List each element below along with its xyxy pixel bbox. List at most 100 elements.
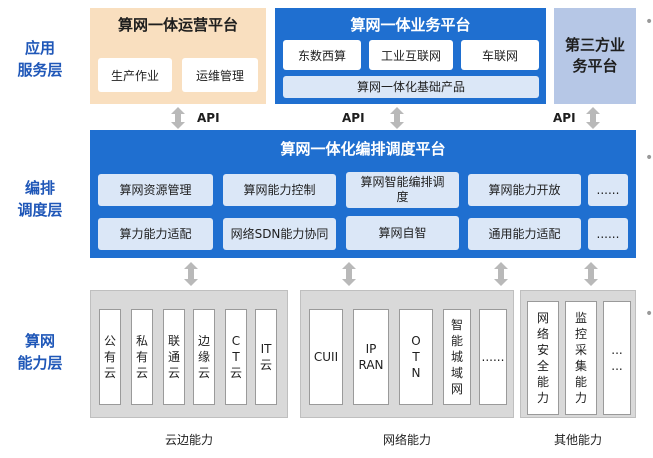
orchestration-item-line: 度	[396, 190, 409, 204]
column-char: 云	[197, 366, 210, 380]
double-arrow-icon	[171, 107, 185, 129]
column-char: 私	[135, 334, 148, 348]
business-base-product: 算网一体化基础产品	[283, 76, 539, 98]
orchestration-item: 算网能力开放	[468, 174, 581, 206]
column-char: O	[411, 334, 421, 348]
business-platform-title: 算网一体业务平台	[350, 16, 471, 34]
third-party-title: 第三方业 务平台	[554, 35, 636, 77]
column-char: 云	[167, 366, 180, 380]
column-char: 通	[167, 350, 180, 364]
column-char: 监	[574, 311, 587, 325]
orchestration-item-line: 算网智能编排调	[360, 175, 445, 189]
column-char: 云	[229, 366, 242, 380]
column-char: ...	[611, 359, 623, 373]
capability-column: IT 云	[255, 309, 277, 405]
cloud-edge-group: 公 有 云 私 有 云 联 通 云 边 缘 云 C T 云 IT 云	[90, 290, 288, 418]
layer-label-line: 调度层	[17, 201, 63, 219]
orchestration-item: ......	[588, 218, 628, 250]
column-char: ......	[481, 350, 505, 364]
orchestration-item: 算网自智	[346, 216, 459, 250]
orchestration-title: 算网一体化编排调度平台	[280, 140, 446, 158]
bullet-icon: •	[645, 306, 653, 322]
layer-label-line: 能力层	[17, 354, 63, 372]
api-label: API	[342, 111, 365, 125]
column-char: 控	[574, 327, 587, 341]
double-arrow-icon	[586, 107, 600, 129]
orchestration-item: 算网智能编排调 度	[346, 172, 459, 208]
ops-item: 运维管理	[182, 58, 258, 92]
column-char: 网	[536, 311, 549, 325]
double-arrow-icon	[584, 262, 598, 286]
ops-item: 生产作业	[98, 58, 172, 92]
capability-column: 私 有 云	[131, 309, 153, 405]
column-char: 集	[574, 359, 587, 373]
capability-column: IP RAN	[353, 309, 389, 405]
capability-column: ... ...	[603, 301, 631, 415]
bullet-icon: •	[645, 150, 653, 166]
capability-column: 智 能 城 域 网	[443, 309, 471, 405]
layer-label-line: 算网	[24, 332, 55, 350]
column-char: C	[231, 334, 241, 348]
column-char: RAN	[358, 358, 384, 372]
column-char: 力	[574, 391, 587, 405]
orchestration-platform: 算网一体化编排调度平台 算网资源管理 算网能力控制 算网智能编排调 度 算网能力…	[90, 130, 636, 258]
column-char: IP	[365, 342, 377, 356]
layer-label-application: 应用 服务层	[10, 37, 70, 81]
third-party-title-line: 务平台	[572, 57, 618, 75]
capability-column: 边 缘 云	[193, 309, 215, 405]
capability-column: 监 控 采 集 能 力	[565, 301, 597, 415]
orchestration-item: 网络SDN能力协同	[223, 218, 336, 250]
business-item: 工业互联网	[369, 40, 453, 70]
column-char: IT	[260, 342, 272, 356]
capability-column: 联 通 云	[163, 309, 185, 405]
other-group: 网 络 安 全 能 力 监 控 采 集 能 力 ... ...	[520, 290, 636, 418]
column-char: 缘	[197, 350, 210, 364]
capability-column: ......	[479, 309, 507, 405]
cloud-edge-caption: 云边能力	[164, 433, 213, 447]
column-char: 能	[450, 334, 463, 348]
layer-label-orchestration: 编排 调度层	[10, 177, 70, 221]
column-char: 能	[536, 375, 549, 389]
orchestration-item: ......	[588, 174, 628, 206]
column-char: 有	[135, 350, 148, 364]
business-item: 东数西算	[283, 40, 361, 70]
bullet-icon: •	[645, 14, 653, 30]
double-arrow-icon	[342, 262, 356, 286]
layer-label-line: 编排	[24, 179, 55, 197]
column-char: 智	[450, 318, 463, 332]
column-char: 络	[536, 327, 549, 341]
api-label: API	[197, 111, 220, 125]
column-char: 力	[536, 391, 549, 405]
column-char: 能	[574, 375, 587, 389]
column-char: T	[412, 350, 420, 364]
capability-column: 网 络 安 全 能 力	[527, 301, 559, 415]
orchestration-item: 算力能力适配	[98, 218, 213, 250]
capability-column: 公 有 云	[99, 309, 121, 405]
double-arrow-icon	[494, 262, 508, 286]
layer-label-line: 服务层	[17, 61, 63, 79]
capability-column: C T 云	[225, 309, 247, 405]
business-platform: 算网一体业务平台 东数西算 工业互联网 车联网 算网一体化基础产品	[275, 8, 546, 104]
column-char: 联	[167, 334, 180, 348]
column-char: 云	[259, 358, 272, 372]
third-party-title-line: 第三方业	[564, 36, 625, 54]
column-char: T	[232, 350, 240, 364]
network-caption: 网络能力	[382, 433, 431, 447]
column-char: ...	[611, 343, 623, 357]
layer-label-capability: 算网 能力层	[10, 330, 70, 374]
capability-column: O T N	[399, 309, 433, 405]
layer-label-line: 应用	[24, 39, 55, 57]
orchestration-item: 通用能力适配	[468, 218, 581, 250]
orchestration-item: 算网资源管理	[98, 174, 213, 206]
column-char: CUII	[313, 350, 339, 364]
column-char: 安	[536, 343, 549, 357]
double-arrow-icon	[390, 107, 404, 129]
other-caption: 其他能力	[553, 433, 602, 447]
column-char: N	[411, 366, 421, 380]
column-char: 云	[103, 366, 116, 380]
column-char: 公	[103, 334, 116, 348]
double-arrow-icon	[184, 262, 198, 286]
third-party-platform: 第三方业 务平台	[554, 8, 636, 104]
column-char: 边	[197, 334, 210, 348]
column-char: 域	[450, 366, 463, 380]
